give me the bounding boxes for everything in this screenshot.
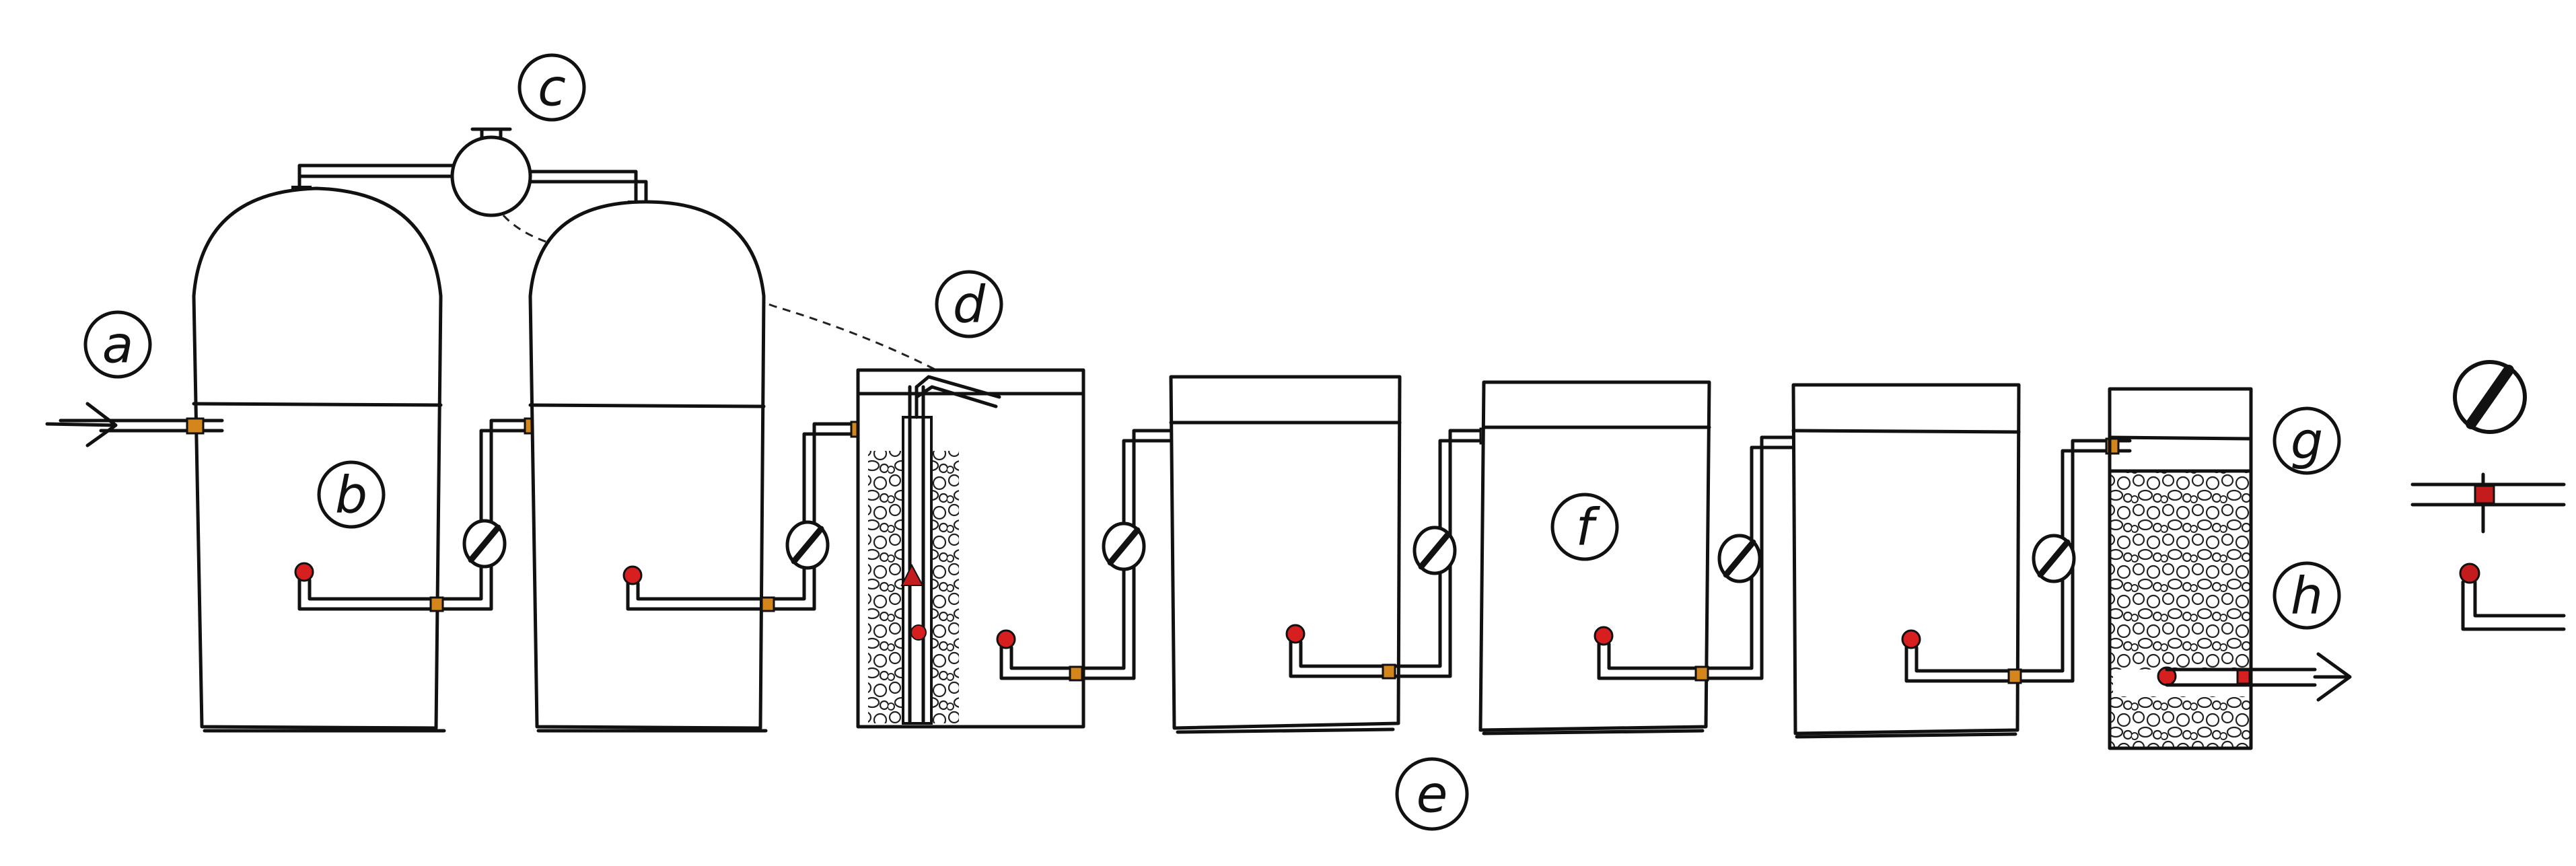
aeration-column [902, 416, 933, 725]
tank-6-settling [1791, 383, 2021, 739]
valve-icon [2453, 360, 2527, 434]
outlet-elbow-icon [996, 629, 1016, 649]
arrow-right-icon [45, 402, 118, 447]
arrow-right-icon [2313, 652, 2352, 702]
label-c-text: c [538, 58, 566, 118]
valve-icon [1102, 521, 1146, 571]
tank-1-digester [192, 186, 446, 733]
inlet-pipe [59, 417, 224, 435]
legend [2410, 360, 2566, 631]
valve-icon [1412, 526, 1457, 575]
pipe-joint-icon [2410, 472, 2566, 534]
filter-gravel [2110, 471, 2251, 748]
label-h-text: h [2291, 566, 2323, 626]
tank-4-transfer-pipe [1285, 427, 1513, 680]
tank-1-transfer-pipe [294, 417, 561, 612]
tank-2-transfer-pipe [622, 421, 884, 612]
valve-icon [785, 520, 830, 570]
valve-icon [462, 519, 507, 569]
outlet-elbow-icon [2459, 563, 2566, 631]
inlet-fitting [186, 417, 205, 435]
label-a: a [83, 310, 152, 379]
label-d: d [935, 270, 1003, 338]
outlet-elbow-icon [622, 565, 643, 585]
outlet-elbow-icon [1594, 626, 1614, 646]
outlet-pipe [2157, 666, 2317, 687]
tank-5-transfer-pipe [1594, 434, 1832, 682]
label-c: c [517, 53, 586, 122]
label-g: g [2273, 406, 2341, 475]
label-g-text: g [2291, 411, 2323, 471]
tank-2-digester [528, 200, 768, 733]
outlet-elbow-icon [1901, 629, 1921, 649]
outlet-elbow-icon [294, 562, 314, 582]
label-b-text: b [335, 465, 367, 525]
valve-icon [1717, 534, 1762, 583]
gas-line-dashed [502, 214, 956, 382]
tank-3-aeration [856, 368, 1085, 729]
label-a-text: a [102, 315, 134, 375]
label-b: b [317, 460, 386, 529]
label-d-text: d [953, 275, 986, 334]
outlet-elbow-icon [1285, 624, 1305, 644]
label-f: f [1550, 493, 1619, 561]
valve-icon [2032, 534, 2076, 583]
gas-storage-tank [450, 127, 532, 217]
tank-3-transfer-pipe [996, 427, 1210, 682]
label-e: e [1395, 757, 1469, 831]
label-e-text: e [1417, 764, 1448, 824]
tank-7-filter [2108, 387, 2253, 750]
tank-6-transfer-pipe [1901, 437, 2132, 684]
label-h: h [2273, 561, 2341, 630]
tank-4-settling [1169, 375, 1402, 734]
